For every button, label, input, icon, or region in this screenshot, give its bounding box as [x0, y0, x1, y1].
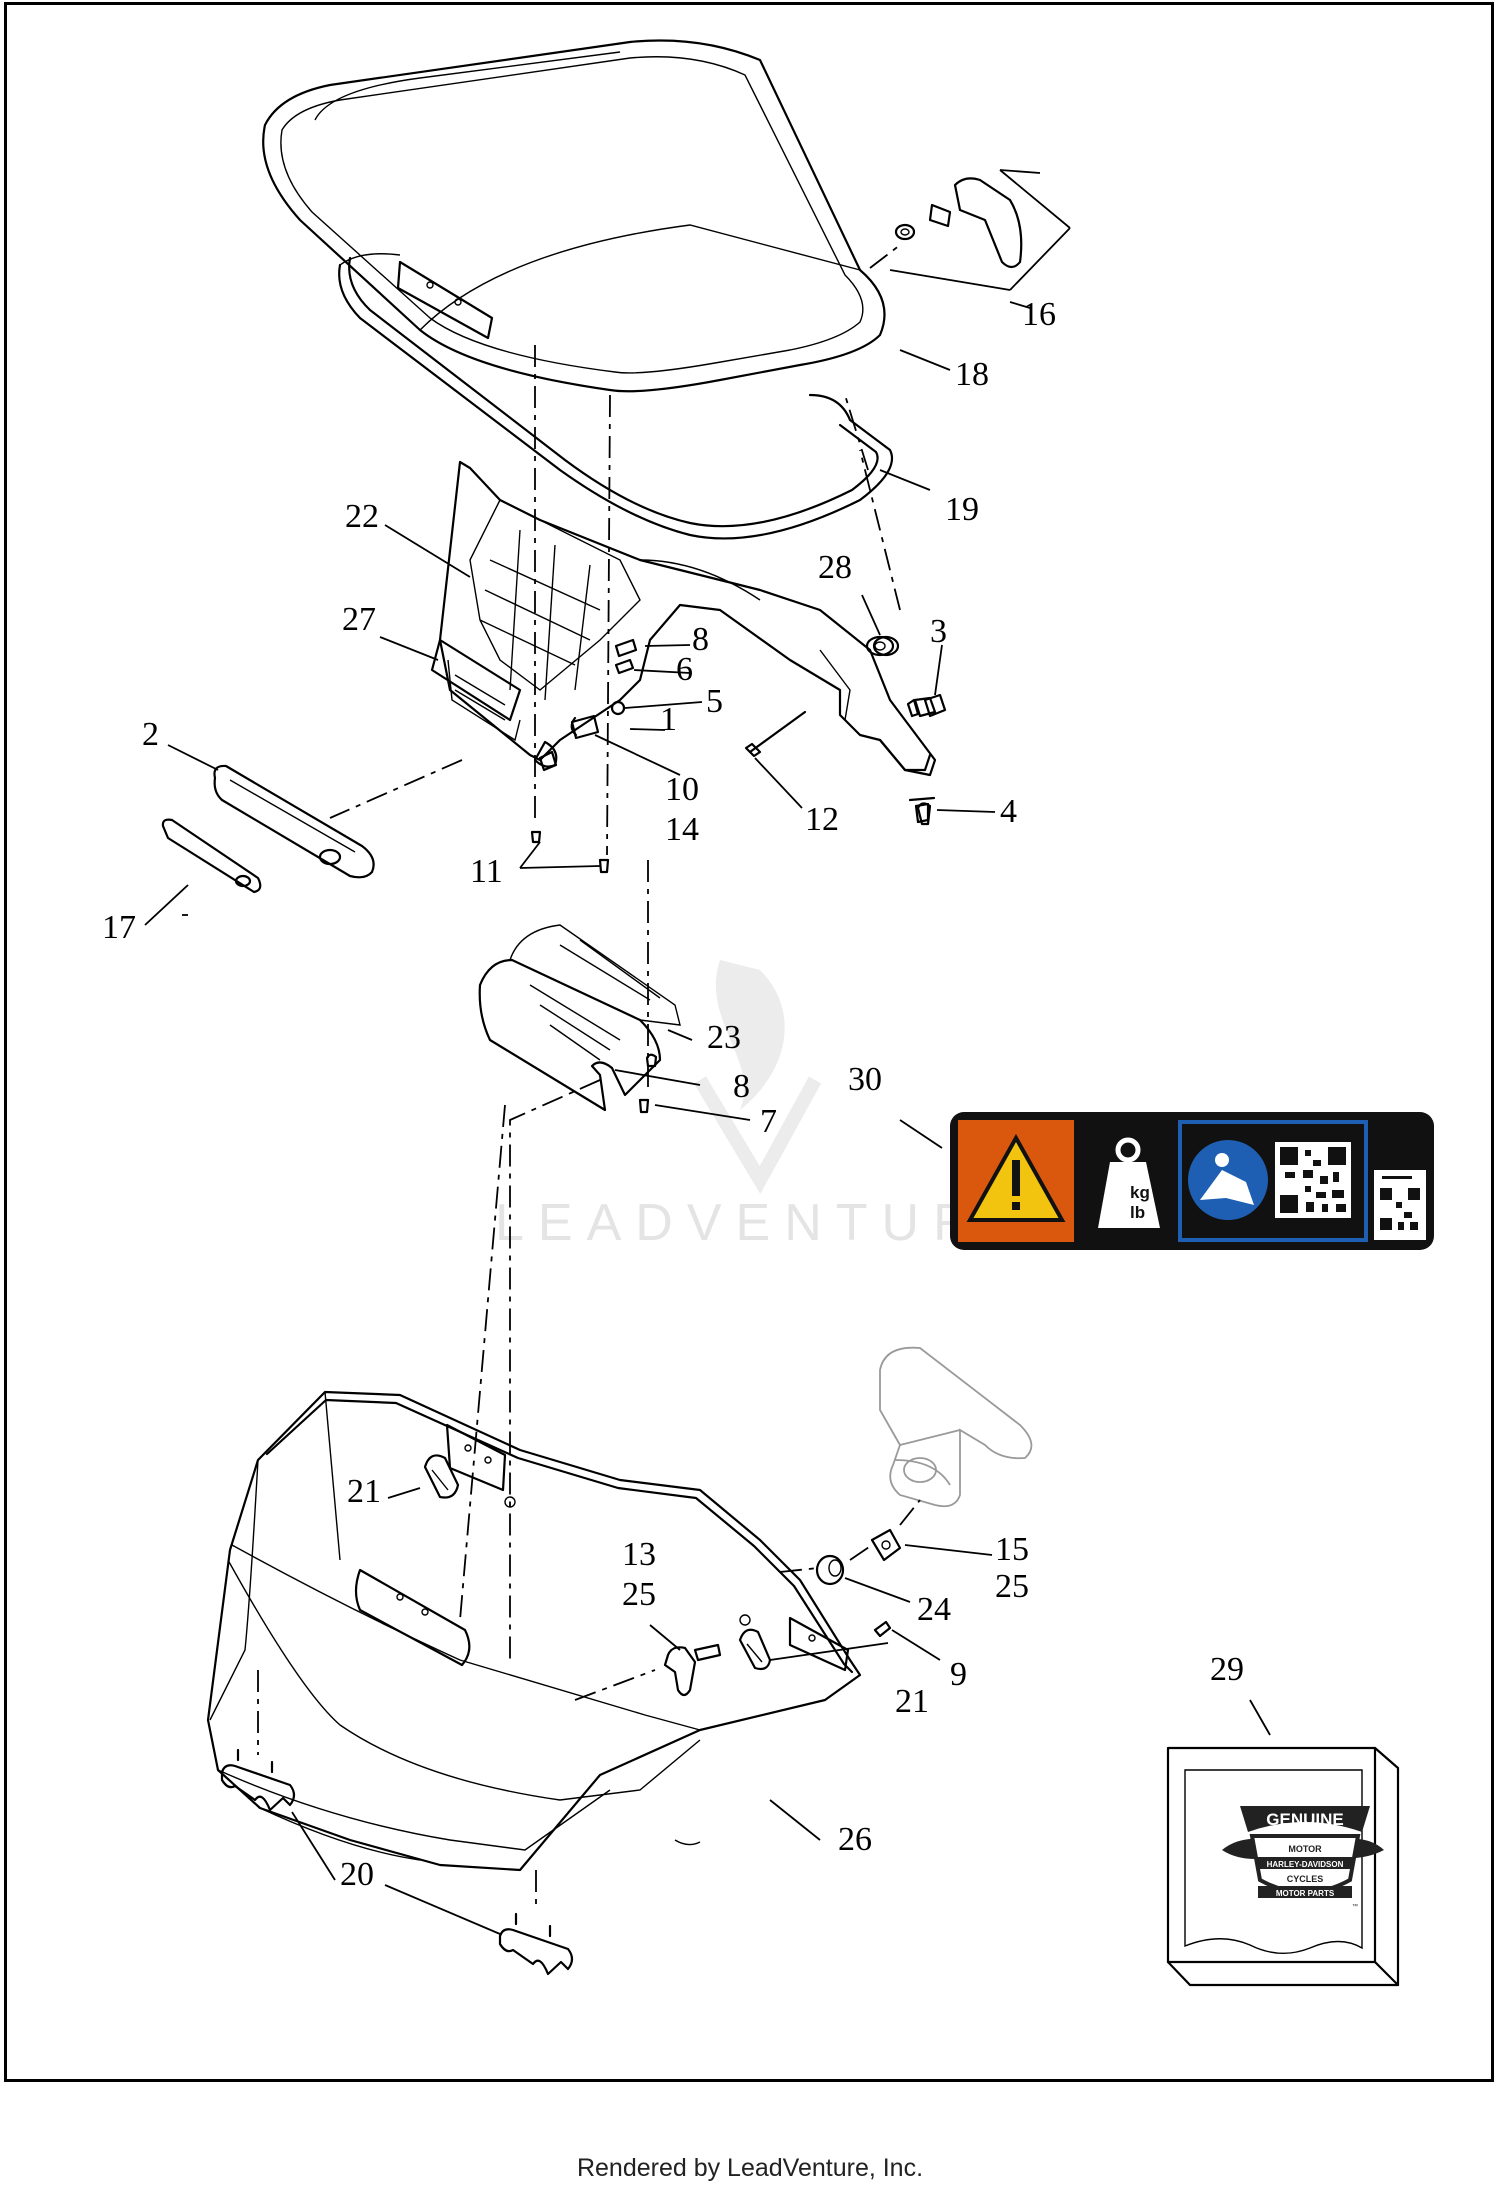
v-watermark-icon — [693, 1076, 822, 1195]
bottom-brackets — [220, 1748, 574, 1976]
callout-6: 6 — [676, 651, 693, 688]
logo-cycles: CYCLES — [1287, 1874, 1324, 1884]
info-panel-border — [1178, 1120, 1368, 1242]
callout-5: 5 — [706, 683, 723, 720]
lid-hardware — [872, 635, 947, 824]
callout-25-right: 25 — [995, 1568, 1029, 1605]
logo-genuine: GENUINE — [1266, 1810, 1343, 1829]
callout-28: 28 — [818, 549, 852, 586]
callout-19: 19 — [945, 491, 979, 528]
lid-handle-trim — [213, 764, 375, 879]
callout-25-left: 25 — [622, 1576, 656, 1613]
callout-18: 18 — [955, 356, 989, 393]
ghost-rail-mount — [879, 1346, 1033, 1508]
callout-8-frame: 8 — [692, 621, 709, 658]
lid-mount-frame — [430, 460, 937, 777]
lid-seal — [338, 253, 894, 540]
leader-lines — [144, 301, 1271, 1935]
callout-9: 9 — [950, 1656, 967, 1693]
callout-3: 3 — [930, 613, 947, 650]
lid-hinge-plate — [396, 260, 494, 340]
callout-13: 13 — [622, 1536, 656, 1573]
grommet-and-nut — [815, 1528, 902, 1586]
callout-11: 11 — [470, 853, 503, 890]
lid-trim-strip — [161, 818, 262, 894]
lid — [262, 39, 886, 393]
callout-4: 4 — [1000, 793, 1017, 830]
parts-kit-box: GENUINE MOTOR HARLEY-DAVIDSON CYCLES MOT… — [1166, 1746, 1400, 1987]
callout-30: 30 — [848, 1061, 882, 1098]
diagram-frame — [4, 2, 1494, 2082]
callout-22: 22 — [345, 498, 379, 535]
retainer-straps — [423, 1454, 772, 1671]
light-cover — [478, 924, 681, 1112]
callout-17: 17 — [102, 909, 136, 946]
callout-29: 29 — [1210, 1651, 1244, 1688]
weight-icon — [1098, 1162, 1160, 1228]
warning-label: kg lb — [950, 1112, 1434, 1250]
callout-15: 15 — [995, 1531, 1029, 1568]
flame-watermark-icon — [715, 960, 785, 1110]
lid-latch-handle — [894, 177, 1023, 269]
bag-latch-knob — [663, 1643, 722, 1697]
callout-12: 12 — [805, 801, 839, 838]
logo-motor: MOTOR — [1288, 1844, 1322, 1854]
callout-10: 10 — [665, 771, 699, 808]
callout-2: 2 — [142, 716, 159, 753]
callout-14: 14 — [665, 811, 699, 848]
callout-21-right: 21 — [895, 1683, 929, 1720]
logo-motor-parts: MOTOR PARTS — [1276, 1889, 1335, 1898]
callout-21-left: 21 — [347, 1473, 381, 1510]
weight-unit-kg: kg — [1130, 1183, 1150, 1202]
harley-davidson-logo: GENUINE MOTOR HARLEY-DAVIDSON CYCLES MOT… — [1222, 1806, 1384, 1910]
assembly-guide-lines — [257, 345, 921, 1910]
logo-harley-davidson: HARLEY-DAVIDSON — [1267, 1860, 1344, 1869]
callout-27: 27 — [342, 601, 376, 638]
callout-8-light: 8 — [733, 1068, 750, 1105]
callout-23: 23 — [707, 1019, 741, 1056]
callout-16: 16 — [1022, 296, 1056, 333]
callout-20: 20 — [340, 1856, 374, 1893]
logo-trademark: ™ — [1352, 1903, 1358, 1910]
bag-hinge-brackets — [354, 1423, 850, 1672]
callout-24: 24 — [917, 1591, 951, 1628]
callout-7-light: 7 — [760, 1103, 777, 1140]
render-credit: Rendered by LeadVenture, Inc. — [576, 2154, 924, 2182]
weight-unit-lb: lb — [1130, 1203, 1145, 1222]
callout-26: 26 — [838, 1821, 872, 1858]
callout-1: 1 — [660, 701, 677, 738]
watermark-text: LEADVENTURE — [495, 1194, 1033, 1252]
callout-labels: 1 2 3 4 5 6 7 7 8 8 9 10 11 12 13 14 15 … — [102, 296, 1244, 1893]
leadventure-watermark: LEADVENTURE — [495, 960, 1033, 1252]
saddlebag-body — [206, 1390, 862, 1872]
